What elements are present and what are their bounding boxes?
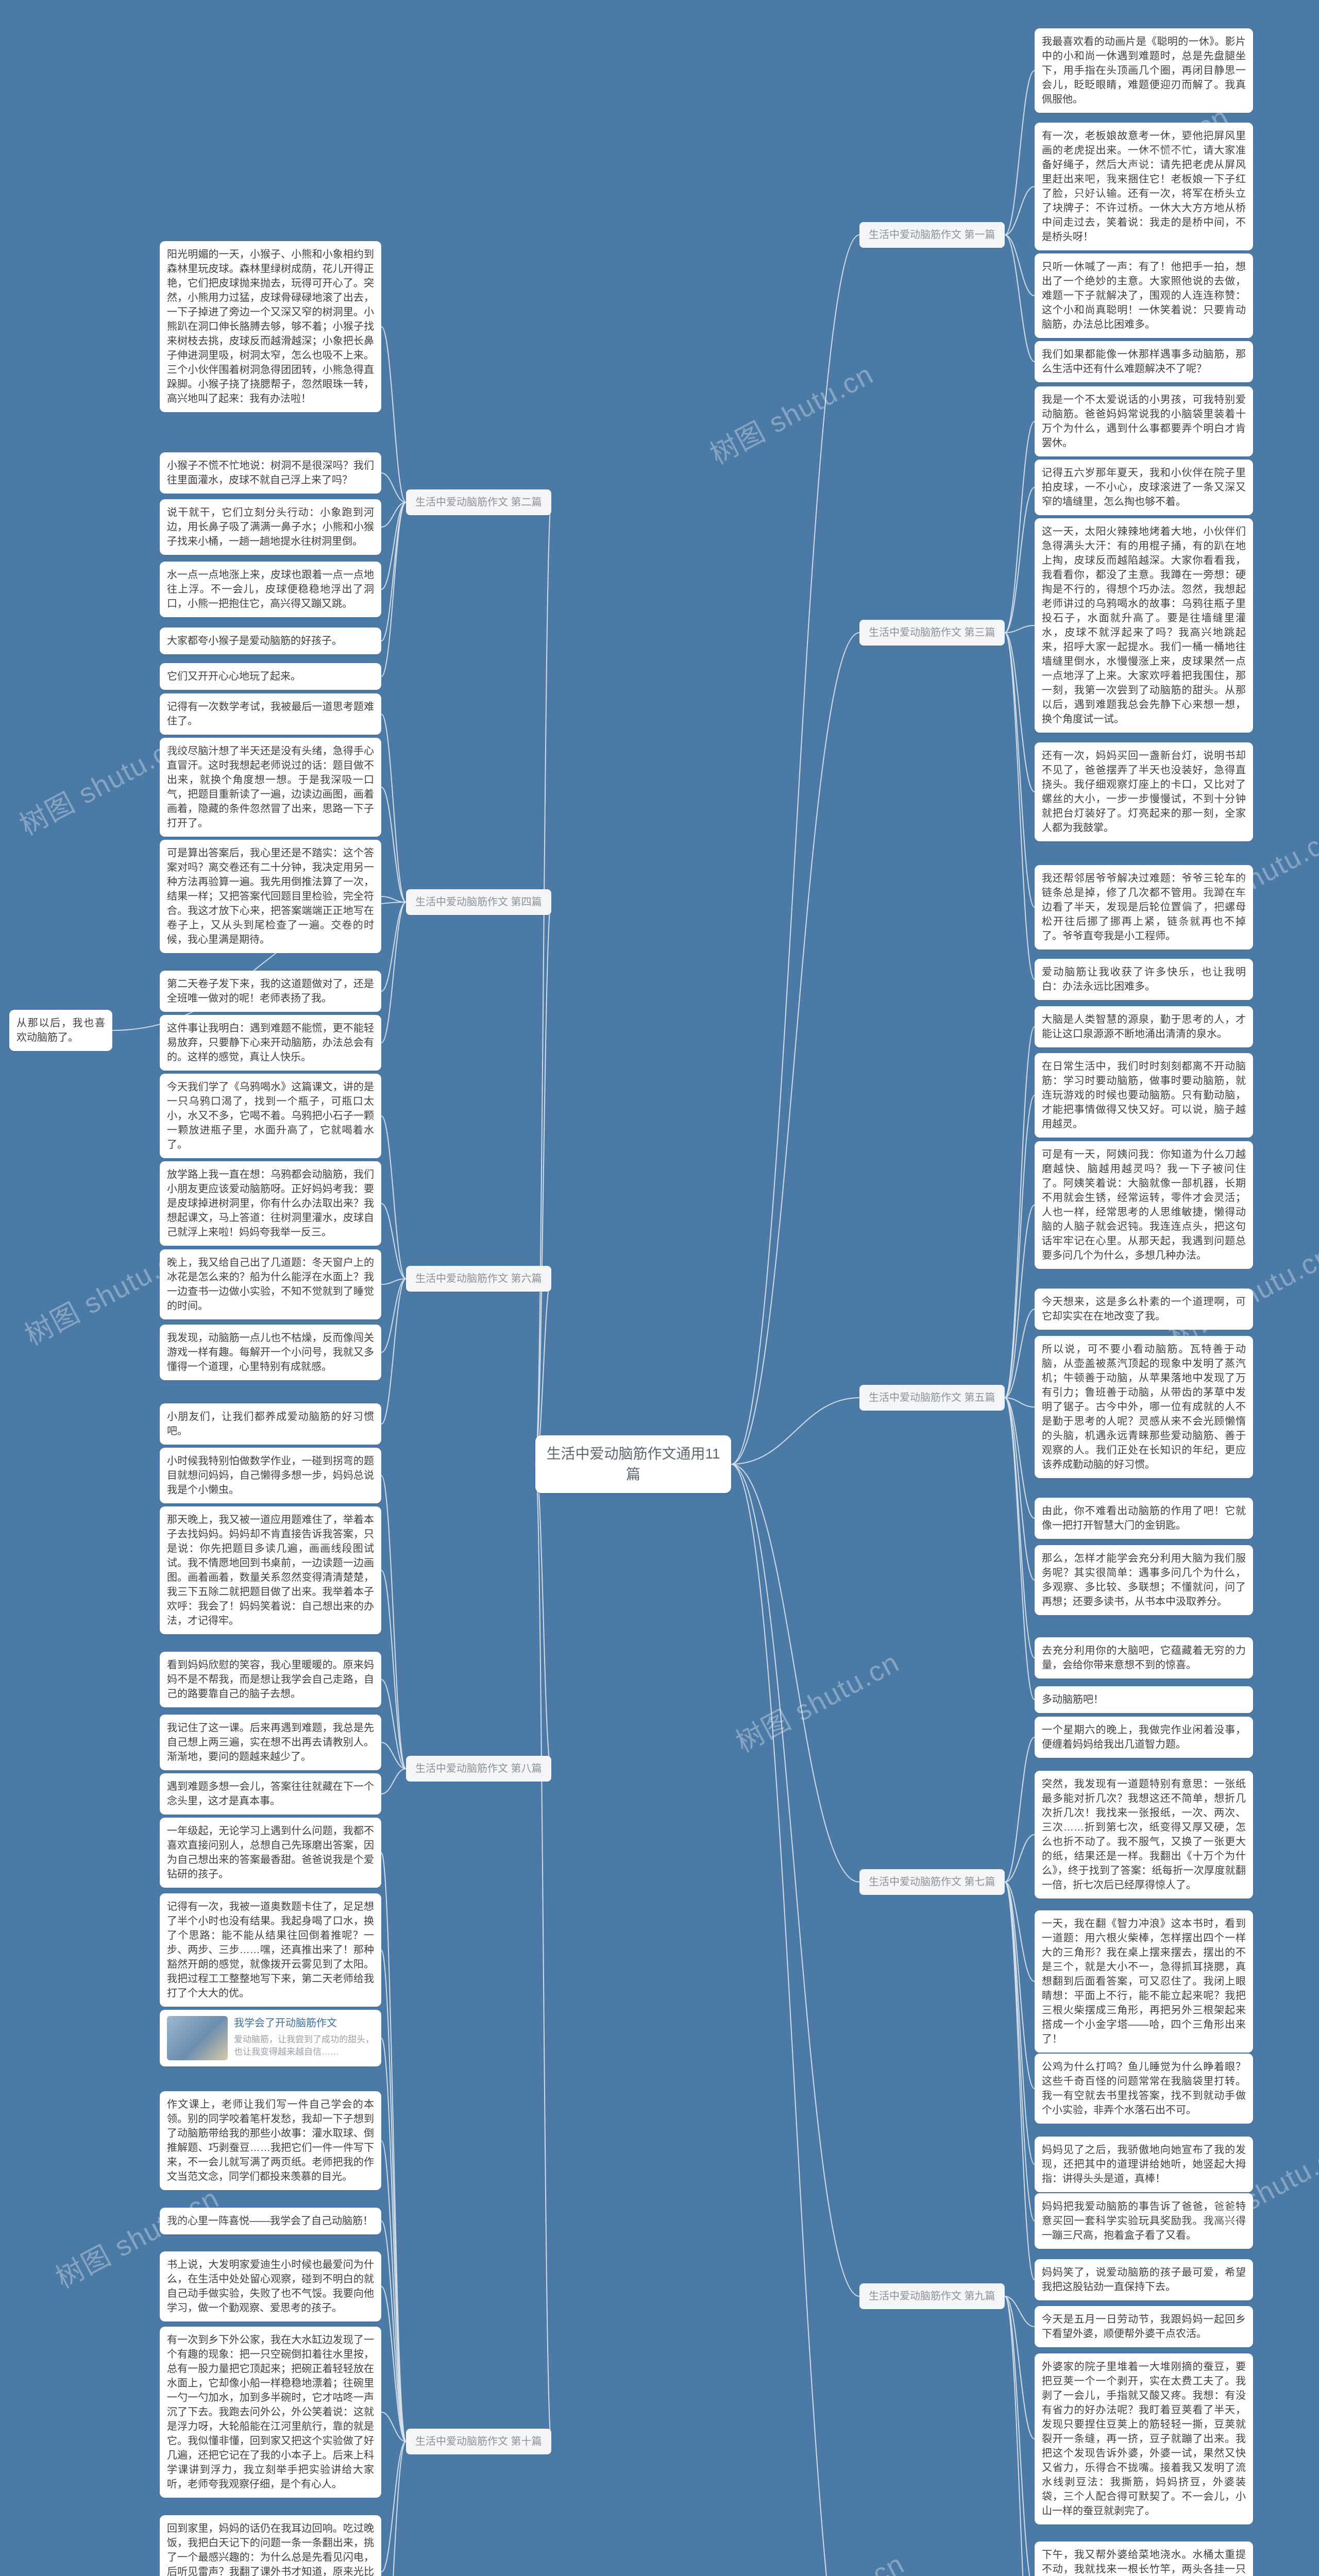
essay-text-box[interactable]: 今天我们学了《乌鸦喝水》这篇课文，讲的是一只乌鸦口渴了，找到一个瓶子，可瓶口太小…: [160, 1074, 381, 1158]
essay-text-box[interactable]: 去充分利用你的大脑吧，它蕴藏着无穷的力量，会给你带来意想不到的惊喜。: [1035, 1637, 1253, 1679]
essay-text-box[interactable]: 一年级起，无论学习上遇到什么问题，我都不喜欢直接问别人，总想自己先琢磨出答案，因…: [160, 1818, 381, 1888]
essay-text-box[interactable]: 还有一次，妈妈买回一盏新台灯，说明书却不见了，爸爸摆弄了半天也没装好，急得直挠头…: [1035, 742, 1253, 841]
essay-text-box[interactable]: 大脑是人类智慧的源泉，勤于思考的人，才能让这口泉源源不断地涌出清清的泉水。: [1035, 1006, 1253, 1047]
essay-text-box[interactable]: 一天，我在翻《智力冲浪》这本书时，看到一道题：用六根火柴棒，怎样摆出四个一样大的…: [1035, 1910, 1253, 2053]
essay-text-box[interactable]: 第二天卷子发下来，我的这道题做对了，还是全班唯一做对的呢！老师表扬了我。: [160, 971, 381, 1012]
mindmap-root-node[interactable]: 生活中爱动脑筋作文通用11篇: [535, 1435, 731, 1493]
essay-text-box[interactable]: 我绞尽脑汁想了半天还是没有头绪，急得手心直冒汗。这时我想起老师说过的话：题目做不…: [160, 738, 381, 837]
essay-text-box[interactable]: 它们又开开心心地玩了起来。: [160, 663, 381, 690]
essay-text-box[interactable]: 外婆家的院子里堆着一大堆刚摘的蚕豆，要把豆荚一个一个剥开，实在太费工夫了。我剥了…: [1035, 2353, 1253, 2524]
branch-label-essay-3[interactable]: 生活中爱动脑筋作文 第三篇: [859, 620, 1005, 646]
essay-text-box[interactable]: 这件事让我明白：遇到难题不能慌，更不能轻易放弃，只要静下心来开动脑筋，办法总会有…: [160, 1015, 381, 1071]
branch-label-essay-2[interactable]: 生活中爱动脑筋作文 第二篇: [406, 489, 551, 515]
essay-text-box[interactable]: 在日常生活中，我们时时刻刻都离不开动脑筋：学习时要动脑筋，做事时要动脑筋，就连玩…: [1035, 1053, 1253, 1138]
essay-text-box[interactable]: 小猴子不慌不忙地说：树洞不是很深吗？我们往里面灌水，皮球不就自己浮上来了吗？: [160, 452, 381, 494]
essay-text-box[interactable]: 有一次到乡下外公家，我在大水缸边发现了一个有趣的现象：把一只空碗倒扣着往水里按，…: [160, 2327, 381, 2498]
essay-text-box[interactable]: 妈妈笑了，说爱动脑筋的孩子最可爱，希望我把这股钻劲一直保持下去。: [1035, 2259, 1253, 2300]
article-description: 爱动脑筋，让我尝到了成功的甜头，也让我变得越来越自信……: [234, 2035, 374, 2057]
essay-text-box[interactable]: 我的心里一阵喜悦——我学会了自己动脑筋！: [160, 2208, 381, 2234]
essay-note-box[interactable]: 从那以后，我也喜欢动脑筋了。: [9, 1010, 112, 1051]
essay-text-box[interactable]: 记得五六岁那年夏天，我和小伙伴在院子里拍皮球，一不小心，皮球滚进了一条又深又窄的…: [1035, 460, 1253, 515]
essay-text-box[interactable]: 水一点一点地涨上来，皮球也跟着一点一点地往上浮。不一会儿，皮球便稳稳地浮出了洞口…: [160, 562, 381, 617]
essay-text-box[interactable]: 小时候我特别怕做数学作业，一碰到拐弯的题目就想问妈妈，自己懒得多想一步，妈妈总说…: [160, 1448, 381, 1503]
branch-label-essay-1[interactable]: 生活中爱动脑筋作文 第一篇: [859, 222, 1005, 248]
essay-text-box[interactable]: 妈妈见了之后，我骄傲地向她宣布了我的发现，还把其中的道理讲给她听，她竖起大拇指：…: [1035, 2137, 1253, 2192]
essay-text-box[interactable]: 今天是五月一日劳动节，我跟妈妈一起回乡下看望外婆，顺便帮外婆干点农活。: [1035, 2306, 1253, 2347]
essay-text-box[interactable]: 书上说，大发明家爱迪生小时候也最爱问为什么，在生活中处处留心观察，碰到不明白的就…: [160, 2251, 381, 2321]
essay-text-box[interactable]: 我发现，动脑筋一点儿也不枯燥，反而像闯关游戏一样有趣。每解开一个小问号，我就又多…: [160, 1325, 381, 1380]
essay-text-box[interactable]: 我最喜欢看的动画片是《聪明的一休》。影片中的小和尚一休遇到难题时，总是先盘腿坐下…: [1035, 28, 1253, 113]
essay-text-box[interactable]: 我们如果都能像一休那样遇事多动脑筋，那么生活中还有什么难题解决不了呢？: [1035, 341, 1253, 382]
essay-text-box[interactable]: 晚上，我又给自己出了几道题：冬天窗户上的冰花是怎么来的？船为什么能浮在水面上？我…: [160, 1249, 381, 1319]
essay-text-box[interactable]: 放学路上我一直在想：乌鸦都会动脑筋，我们小朋友更应该爱动脑筋呀。正好妈妈考我：要…: [160, 1161, 381, 1246]
essay-text-box[interactable]: 爱动脑筋让我收获了许多快乐，也让我明白：办法永远比困难多。: [1035, 959, 1253, 1000]
essay-text-box[interactable]: 一个星期六的晚上，我做完作业闲着没事，便缠着妈妈给我出几道智力题。: [1035, 1717, 1253, 1758]
essay-text-box[interactable]: 可是算出答案后，我心里还是不踏实：这个答案对吗？离交卷还有二十分钟，我决定用另一…: [160, 840, 381, 953]
essay-text-box[interactable]: 下午，我又帮外婆给菜地浇水。水桶太重提不动，我就找来一根长竹竿，两头各挂一只小桶…: [1035, 2541, 1253, 2576]
essay-text-box[interactable]: 作文课上，老师让我们写一件自己学会的本领。别的同学咬着笔杆发愁，我却一下子想到了…: [160, 2091, 381, 2190]
branch-label-essay-6[interactable]: 生活中爱动脑筋作文 第六篇: [406, 1266, 551, 1292]
essay-text-box[interactable]: 这一天，太阳火辣辣地烤着大地，小伙伴们急得满头大汗：有的用棍子捅，有的趴在地上掏…: [1035, 518, 1253, 733]
branch-label-essay-9[interactable]: 生活中爱动脑筋作文 第九篇: [859, 2283, 1005, 2309]
branch-label-essay-5[interactable]: 生活中爱动脑筋作文 第五篇: [859, 1385, 1005, 1411]
essay-text-box[interactable]: 今天想来，这是多么朴素的一个道理啊，可它却实实在在地改变了我。: [1035, 1289, 1253, 1330]
essay-text-box[interactable]: 由此，你不难看出动脑筋的作用了吧！它就像一把打开智慧大门的金钥匙。: [1035, 1498, 1253, 1539]
branch-label-essay-10[interactable]: 生活中爱动脑筋作文 第十篇: [406, 2429, 551, 2454]
essay-text-box[interactable]: 有一次，老板娘故意考一休，要他把屏风里画的老虎捉出来。一休不慌不忙，请大家准备好…: [1035, 123, 1253, 250]
essay-text-box[interactable]: 小朋友们，让我们都养成爱动脑筋的好习惯吧。: [160, 1403, 381, 1445]
article-thumbnail-image: [167, 2016, 228, 2060]
essay-text-box[interactable]: 所以说，可不要小看动脑筋。瓦特善于动脑，从壶盖被蒸汽顶起的现象中发明了蒸汽机；牛…: [1035, 1336, 1253, 1478]
branch-label-essay-8[interactable]: 生活中爱动脑筋作文 第八篇: [406, 1756, 551, 1782]
essay-text-box[interactable]: 回到家里，妈妈的话仍在我耳边回响。吃过晚饭，我把白天记下的问题一条一条翻出来，挑…: [160, 2515, 381, 2576]
essay-text-box[interactable]: 公鸡为什么打鸣？鱼儿睡觉为什么睁着眼？这些千奇百怪的问题常常在我脑袋里打转。我一…: [1035, 2054, 1253, 2124]
essay-text-box[interactable]: 记得有一次，我被一道奥数题卡住了，足足想了半个小时也没有结果。我起身喝了口水，换…: [160, 1893, 381, 2007]
essay-text-box[interactable]: 我是一个不太爱说话的小男孩，可我特别爱动脑筋。爸爸妈妈常说我的小脑袋里装着十万个…: [1035, 386, 1253, 456]
essay-text-box[interactable]: 只听一休喊了一声：有了！他把手一拍，想出了一个绝妙的主意。大家照他说的去做，难题…: [1035, 253, 1253, 338]
essay-text-box[interactable]: 那天晚上，我又被一道应用题难住了，举着本子去找妈妈。妈妈却不肯直接告诉我答案，只…: [160, 1506, 381, 1634]
essay-text-box[interactable]: 我还帮邻居爷爷解决过难题：爷爷三轮车的链条总是掉，修了几次都不管用。我蹲在车边看…: [1035, 865, 1253, 950]
essay-text-box[interactable]: 突然，我发现有一道题特别有意思：一张纸最多能对折几次？我想这还不简单，想折几次折…: [1035, 1771, 1253, 1899]
essay-text-box[interactable]: 多动脑筋吧！: [1035, 1686, 1253, 1713]
branch-label-essay-7[interactable]: 生活中爱动脑筋作文 第七篇: [859, 1869, 1005, 1895]
essay-text-box[interactable]: 大家都夸小猴子是爱动脑筋的好孩子。: [160, 628, 381, 654]
essay-text-box[interactable]: 记得有一次数学考试，我被最后一道思考题难住了。: [160, 693, 381, 735]
essay-text-box[interactable]: 说干就干，它们立刻分头行动：小象跑到河边，用长鼻子吸了满满一鼻子水；小熊和小猴子…: [160, 499, 381, 555]
essay-text-box[interactable]: 看到妈妈欣慰的笑容，我心里暖暖的。原来妈妈不是不帮我，而是想让我学会自己走路，自…: [160, 1652, 381, 1707]
essay-text-box[interactable]: 遇到难题多想一会儿，答案往往就藏在下一个念头里，这才是真本事。: [160, 1773, 381, 1815]
essay-text-box[interactable]: 我记住了这一课。后来再遇到难题，我总是先自己想上两三遍，实在想不出再去请教别人。…: [160, 1715, 381, 1770]
essay-text-box[interactable]: 可是有一天，阿姨问我：你知道为什么刀越磨越快、脑越用越灵吗？我一下子被问住了。阿…: [1035, 1141, 1253, 1269]
essay-text-box[interactable]: 阳光明媚的一天，小猴子、小熊和小象相约到森林里玩皮球。森林里绿树成荫，花儿开得正…: [160, 241, 381, 412]
article-title: 我学会了开动脑筋作文: [234, 2018, 337, 2029]
essay-text-box[interactable]: 妈妈把我爱动脑筋的事告诉了爸爸，爸爸特意买回一套科学实验玩具奖励我。我高兴得一蹦…: [1035, 2193, 1253, 2249]
branch-label-essay-4[interactable]: 生活中爱动脑筋作文 第四篇: [406, 889, 551, 915]
linked-article-card[interactable]: 我学会了开动脑筋作文 爱动脑筋，让我尝到了成功的甜头，也让我变得越来越自信……: [160, 2010, 381, 2066]
essay-text-box[interactable]: 那么，怎样才能学会充分利用大脑为我们服务呢？其实很简单：遇事多问几个为什么，多观…: [1035, 1545, 1253, 1615]
